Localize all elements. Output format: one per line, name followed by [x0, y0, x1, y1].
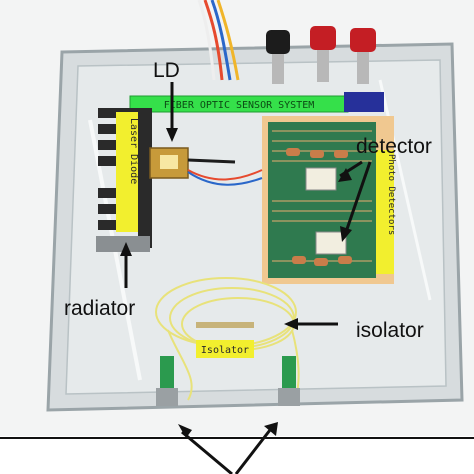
- resistor-components: [286, 148, 352, 266]
- top-wire: [197, 0, 216, 81]
- detector-callout: detector: [356, 135, 432, 158]
- laser-diode-window: [160, 155, 178, 169]
- ld-callout: LD: [153, 59, 180, 82]
- laser-fiber-lead: [187, 158, 236, 164]
- top-wire: [216, 0, 240, 81]
- isolator-tag-text: Isolator: [201, 345, 249, 356]
- laser-diode-tag-text: Laser Diode: [128, 118, 139, 184]
- system-banner-text: FIBER OPTIC SENSOR SYSTEM: [164, 100, 315, 111]
- detector-tag-text: Photo Detectors: [386, 154, 396, 235]
- laser-wires: [187, 171, 263, 186]
- red-terminal-knob: [350, 28, 376, 84]
- radiator-callout: radiator: [64, 297, 136, 320]
- fiber-connector-right: [278, 356, 300, 406]
- top-wire: [210, 0, 232, 81]
- blue-connector: [344, 92, 384, 112]
- isolator-callout: isolator: [356, 319, 424, 342]
- red-terminal-knob: [310, 26, 336, 82]
- lower-white-band: [0, 436, 474, 474]
- laser-diode-tag: [116, 112, 138, 232]
- fiber-connector-left: [156, 356, 178, 406]
- fiber-isolator-body: [196, 322, 254, 328]
- isolator-tag: [196, 340, 254, 358]
- photo-detector-chip: [315, 231, 347, 255]
- black-terminal-knob: [266, 30, 290, 84]
- laser-wires: [187, 169, 263, 181]
- radiator-base-plate: [96, 236, 150, 252]
- top-wire: [203, 0, 224, 81]
- photo-detector-chip: [305, 167, 337, 191]
- detector-tag: [376, 150, 394, 274]
